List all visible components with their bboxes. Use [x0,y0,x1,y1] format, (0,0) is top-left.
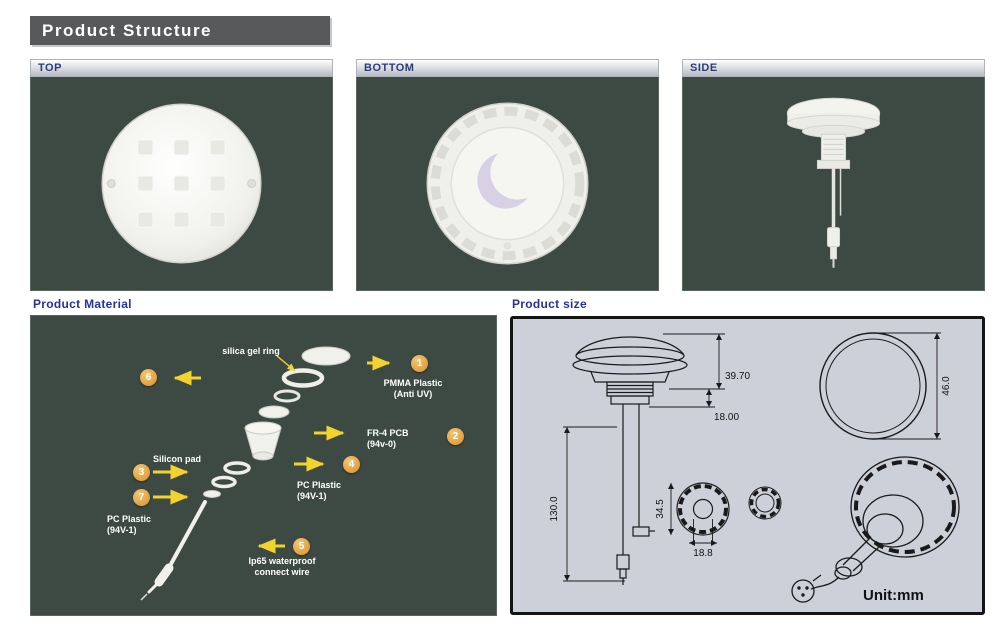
page-title: Product Structure [30,16,330,45]
callout-6: 6 [140,369,157,386]
label-pc-plastic-7: PC Plastic (94V-1) [107,514,152,536]
size-panel: 39.70 18.00 130.0 46.0 [510,316,985,615]
dim-collar-height: 18.00 [714,412,739,423]
callout-5: 5 [293,538,310,555]
dim-total-length: 130.0 [549,496,560,521]
top-view-image [101,103,262,264]
view-header-side: SIDE [682,59,985,77]
callout-7: 7 [133,489,150,506]
unit-label: Unit:mm [863,587,924,604]
callout-4: 4 [343,456,360,473]
view-panel-top: TOP [30,59,333,291]
view-header-top: TOP [30,59,333,77]
dim-ring-diameter: 46.0 [941,376,952,396]
view-body-side [682,77,985,291]
view-panel-side: SIDE [682,59,985,291]
exploded-diagram [140,346,391,601]
material-panel: 1 2 3 4 5 6 7 silica gel ring PMMA Plast… [30,315,497,616]
view-body-bottom [356,77,659,291]
label-pc-plastic-4: PC Plastic (94V-1) [297,480,342,502]
view-header-bottom: BOTTOM [356,59,659,77]
callout-1: 1 [411,355,428,372]
label-fr4-pcb: FR-4 PCB (94v-0) [367,428,409,450]
side-view-image [786,97,881,268]
view-body-top [30,77,333,291]
dim-cap-height: 39.70 [725,371,750,382]
label-ip65-wire: Ip65 waterproof connect wire [248,556,316,578]
callout-3: 3 [133,464,150,481]
view-panel-bottom: BOTTOM [356,59,659,291]
size-section-title: Product size [512,297,587,311]
label-silica-gel-ring: silica gel ring [222,346,280,356]
views-row: TOP [30,59,985,291]
callout-2: 2 [447,428,464,445]
dimension-drawing: 39.70 18.00 130.0 46.0 [549,332,960,604]
material-section-title: Product Material [33,297,132,311]
label-pmma-plastic: PMMA Plastic (Anti UV) [383,378,443,400]
dim-gear-hole: 18.8 [693,548,713,559]
dim-gear-diameter: 34.5 [655,499,666,519]
bottom-view-image [426,102,589,265]
label-silicon-pad: Silicon pad [153,454,202,464]
